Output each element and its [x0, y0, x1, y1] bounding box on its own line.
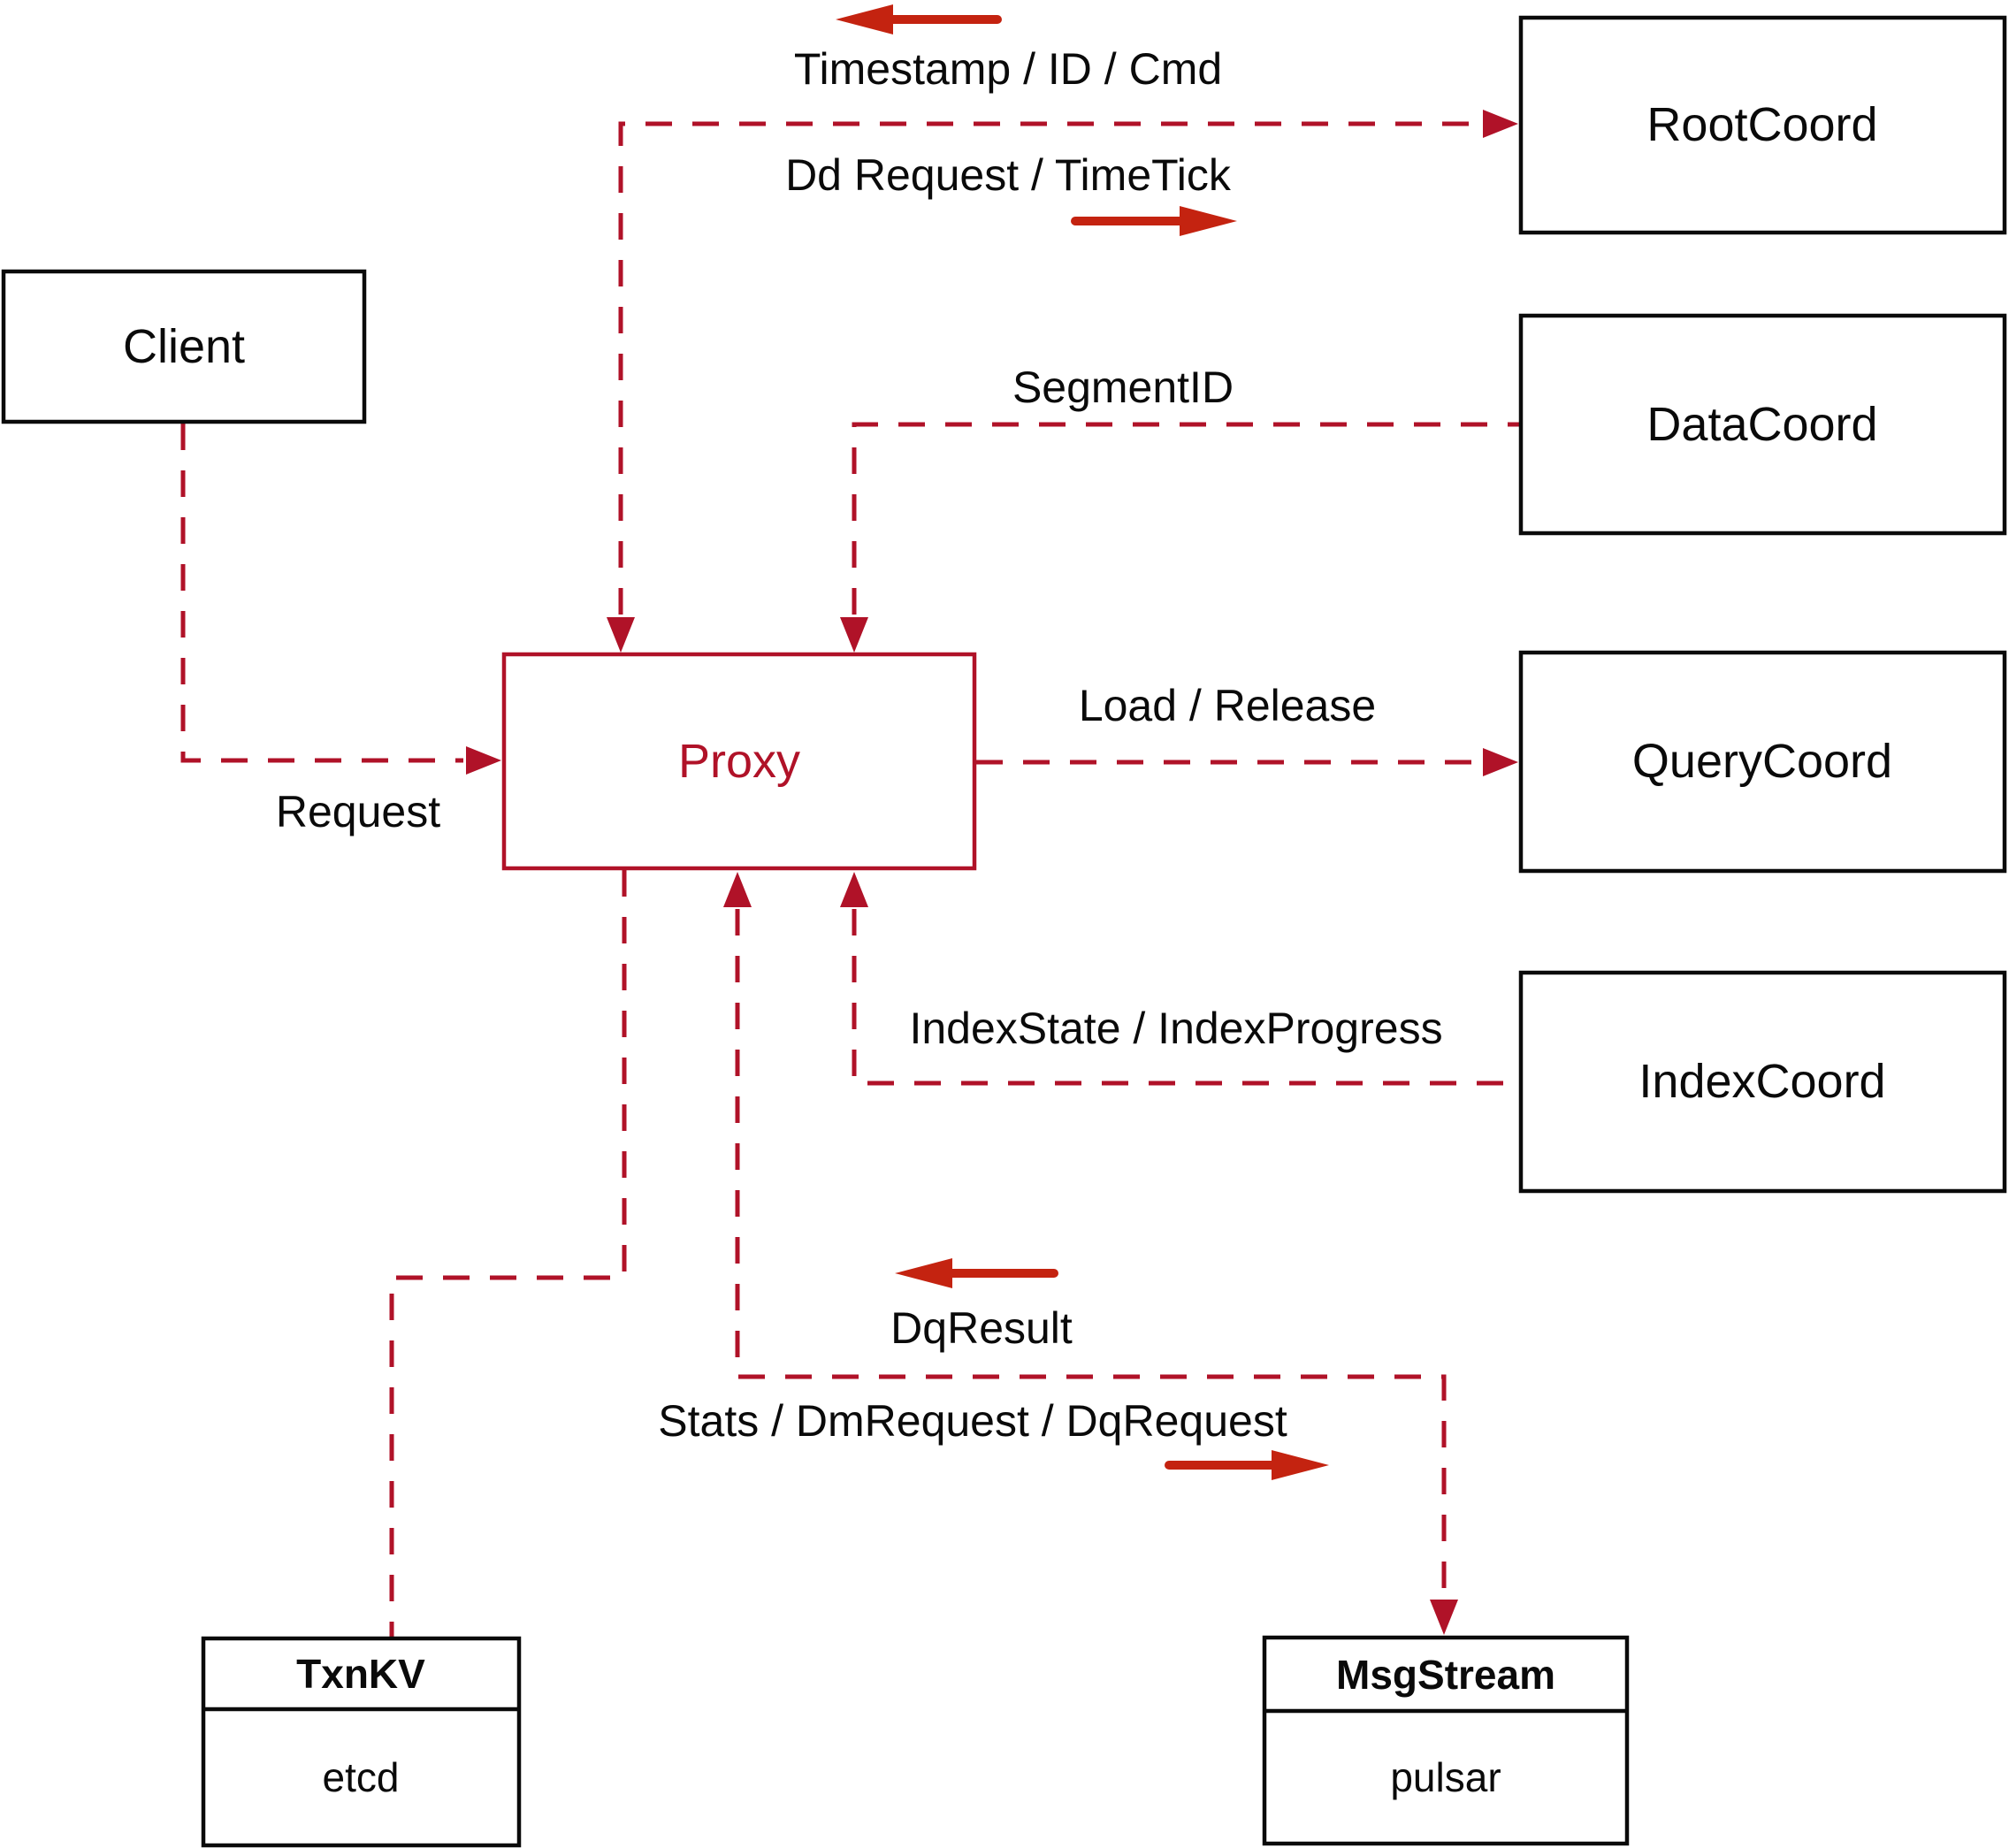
client-box	[1, 269, 367, 424]
direction-arrows	[836, 4, 1329, 1480]
edge-proxy-rootcoord	[618, 121, 1480, 615]
edge-proxy-txnkv	[389, 870, 627, 1637]
node-proxy: Proxy	[501, 652, 977, 871]
node-datacoord: DataCoord	[1518, 313, 2007, 536]
node-indexcoord: IndexCoord	[1518, 970, 2007, 1194]
arrow-left-dq-result	[895, 1258, 1058, 1288]
client-label: Client	[123, 320, 245, 373]
arrowhead-into-rootcoord	[1483, 110, 1518, 138]
indexcoord-box	[1518, 970, 2007, 1194]
node-rootcoord: RootCoord	[1518, 15, 2007, 235]
datacoord-label: DataCoord	[1646, 398, 1877, 451]
arrow-right-dd-request	[1071, 206, 1237, 236]
querycoord-label: QueryCoord	[1632, 735, 1892, 788]
arrowhead-into-proxy-top-right	[840, 617, 868, 653]
label-load-release: Load / Release	[1079, 681, 1376, 730]
node-client: Client	[1, 269, 367, 424]
datacoord-box	[1518, 313, 2007, 536]
rootcoord-label: RootCoord	[1646, 98, 1877, 151]
msgstream-title: MsgStream	[1336, 1652, 1555, 1698]
node-txnkv: TxnKV etcd	[201, 1636, 522, 1848]
rootcoord-box	[1518, 15, 2007, 235]
txnkv-title: TxnKV	[296, 1651, 425, 1697]
arrowhead-into-proxy-left	[466, 746, 501, 775]
arrowhead-into-proxy-bottom-left	[723, 872, 752, 907]
msgstream-box	[1262, 1635, 1630, 1846]
edges	[180, 110, 1519, 1637]
arrowhead-into-proxy-bottom-right	[840, 872, 868, 907]
edge-client-proxy	[180, 424, 463, 763]
proxy-box	[501, 652, 977, 871]
msgstream-body: pulsar	[1390, 1754, 1501, 1800]
node-msgstream: MsgStream pulsar	[1262, 1635, 1630, 1846]
edge-labels: Timestamp / ID / Cmd Dd Request / TimeTi…	[276, 44, 1443, 1446]
querycoord-box	[1518, 650, 2007, 874]
arrowhead-into-querycoord	[1483, 748, 1518, 776]
label-timestamp-id-cmd: Timestamp / ID / Cmd	[794, 44, 1222, 94]
edge-proxy-msgstream	[735, 909, 1447, 1597]
label-request: Request	[276, 787, 440, 836]
label-stats-dm-dq: Stats / DmRequest / DqRequest	[658, 1396, 1287, 1446]
label-segment-id: SegmentID	[1012, 363, 1234, 412]
arrowhead-into-msgstream	[1430, 1600, 1458, 1635]
label-dd-request-timetick: Dd Request / TimeTick	[785, 150, 1232, 200]
arrow-right-stats	[1165, 1450, 1329, 1480]
txnkv-box	[201, 1636, 522, 1848]
edge-proxy-indexcoord	[852, 909, 1519, 1086]
label-indexstate-progress: IndexState / IndexProgress	[909, 1004, 1442, 1053]
indexcoord-label: IndexCoord	[1639, 1055, 1885, 1108]
label-dq-result: DqResult	[890, 1303, 1073, 1353]
node-querycoord: QueryCoord	[1518, 650, 2007, 874]
proxy-label: Proxy	[678, 735, 800, 788]
txnkv-body: etcd	[323, 1754, 400, 1800]
edge-proxy-datacoord	[852, 422, 1519, 615]
arrow-left-timestamp	[836, 4, 1002, 34]
arrowhead-into-proxy-top-left	[607, 617, 635, 653]
